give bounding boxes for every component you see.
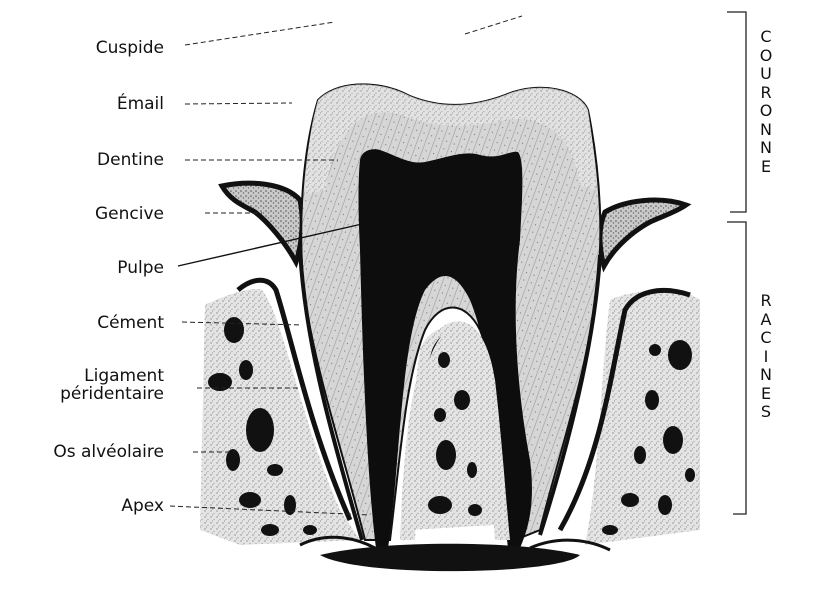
section-letter: O xyxy=(756,102,776,121)
label-ligament: Ligament péridentaire xyxy=(60,367,164,403)
leader-cuspide-right xyxy=(465,16,522,34)
section-letter: R xyxy=(756,292,776,311)
section-brackets xyxy=(727,12,746,514)
label-dentine: Dentine xyxy=(97,150,164,170)
section-letter: E xyxy=(756,385,776,404)
section-letter: N xyxy=(756,121,776,140)
crown-bracket xyxy=(727,12,746,212)
label-cuspide: Cuspide xyxy=(96,38,164,58)
label-pulpe: Pulpe xyxy=(117,258,164,278)
section-letter: N xyxy=(756,139,776,158)
section-letter: R xyxy=(756,84,776,103)
section-letter: I xyxy=(756,348,776,367)
section-letter: N xyxy=(756,366,776,385)
label-apex: Apex xyxy=(121,496,164,516)
section-letter: E xyxy=(756,158,776,177)
section-letter: C xyxy=(756,329,776,348)
section-letter: U xyxy=(756,65,776,84)
label-cement: Cément xyxy=(97,313,164,333)
label-ligament-line1: Ligament xyxy=(60,367,164,385)
section-letter: A xyxy=(756,311,776,330)
leader-cuspide xyxy=(185,22,335,45)
gingiva-right xyxy=(600,200,686,266)
label-gencive: Gencive xyxy=(95,204,164,224)
roots-bracket xyxy=(727,222,746,514)
label-email: Émail xyxy=(117,94,164,114)
section-letter: C xyxy=(756,28,776,47)
apex-base xyxy=(300,537,610,571)
label-ligament-line2: péridentaire xyxy=(60,385,164,403)
section-letter: S xyxy=(756,403,776,422)
section-letter: O xyxy=(756,47,776,66)
label-os-alveolaire: Os alvéolaire xyxy=(53,442,164,462)
leader-email xyxy=(185,103,292,104)
gingiva-left xyxy=(222,183,302,262)
